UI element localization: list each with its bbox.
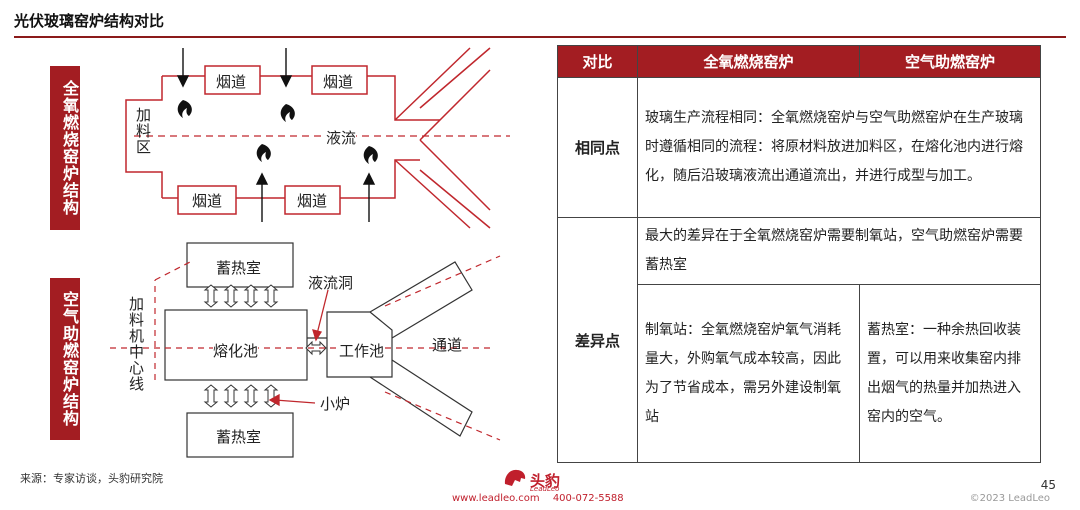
logo-text: 头豹: [530, 472, 561, 490]
copyright-text: ©2023 LeadLeo: [969, 493, 1050, 504]
leadleo-logo-icon: [504, 469, 526, 486]
throat-label: 液流洞: [308, 274, 354, 292]
flame-icon: [280, 104, 295, 122]
flue-label-3: 烟道: [192, 192, 223, 210]
diff-right-text: 蓄热室：一种余热回收装置，可以用来收集窑内排出烟气的热量并加热进入窑内的空气。: [859, 284, 1041, 463]
melting-tank-label: 熔化池: [213, 340, 259, 361]
flame-icon: [256, 144, 271, 162]
flame-icon: [363, 146, 378, 164]
oxyfuel-diagram: [110, 47, 510, 458]
centerline-label: 加料机中心线: [127, 296, 145, 392]
flame-icon: [177, 100, 192, 118]
contact-line: www.leadleo.com 400-072-5588: [452, 493, 634, 504]
small-furnace-label: 小炉: [320, 395, 351, 413]
channel-label: 通道: [432, 336, 463, 354]
diff-label: 差异点: [557, 217, 638, 463]
source-note: 来源：专家访谈，头豹研究院: [20, 472, 163, 485]
comparison-table: 对比 全氧燃烧窑炉 空气助燃窑炉 相同点 玻璃生产流程相同：全氧燃烧窑炉与空气助…: [557, 45, 1041, 463]
regenerator-label-top: 蓄热室: [216, 259, 262, 277]
liquid-flow-label: 液流: [326, 127, 357, 148]
side-label-air: 空气助燃窑炉结构: [50, 278, 80, 440]
same-text: 玻璃生产流程相同：全氧燃烧窑炉与空气助燃窑炉在生产玻璃时遵循相同的流程：将原材料…: [637, 77, 1041, 218]
page-number: 45: [1040, 478, 1056, 492]
page-title: 光伏玻璃窑炉结构对比: [14, 12, 165, 30]
table-header-row: 对比 全氧燃烧窑炉 空气助燃窑炉: [557, 45, 1041, 78]
flue-label-4: 烟道: [297, 192, 328, 210]
feed-zone-label: 加料区: [134, 107, 152, 155]
side-label-oxyfuel: 全氧燃烧窑炉结构: [50, 66, 80, 230]
same-label: 相同点: [557, 77, 638, 218]
website-text[interactable]: www.leadleo.com: [452, 493, 540, 504]
working-tank-label: 工作池: [339, 340, 385, 361]
flue-label-1: 烟道: [216, 73, 247, 91]
diff-left-text: 制氧站：全氧燃烧窑炉氧气消耗量大，外购氧气成本较高，因此为了节省成本，需另外建设…: [637, 284, 860, 463]
logo-subtext: LeadLeo: [530, 485, 560, 493]
col-header-air: 空气助燃窑炉: [859, 45, 1041, 78]
regenerator-label-bottom: 蓄热室: [216, 428, 262, 446]
flue-label-2: 烟道: [323, 73, 354, 91]
table-row-diff-main: 差异点 最大的差异在于全氧燃烧窑炉需要制氧站，空气助燃窑炉需要蓄热室: [557, 217, 1041, 463]
col-header-oxyfuel: 全氧燃烧窑炉: [637, 45, 860, 78]
title-rule: [14, 36, 1066, 38]
table-row-diff-detail: 制氧站：全氧燃烧窑炉氧气消耗量大，外购氧气成本较高，因此为了节省成本，需另外建设…: [558, 284, 1041, 463]
col-header-compare: 对比: [557, 45, 638, 78]
table-row-same: 相同点 玻璃生产流程相同：全氧燃烧窑炉与空气助燃窑炉在生产玻璃时遵循相同的流程：…: [557, 77, 1041, 218]
phone-text: 400-072-5588: [552, 493, 624, 504]
diff-main-text: 最大的差异在于全氧燃烧窑炉需要制氧站，空气助燃窑炉需要蓄热室: [637, 217, 1041, 285]
